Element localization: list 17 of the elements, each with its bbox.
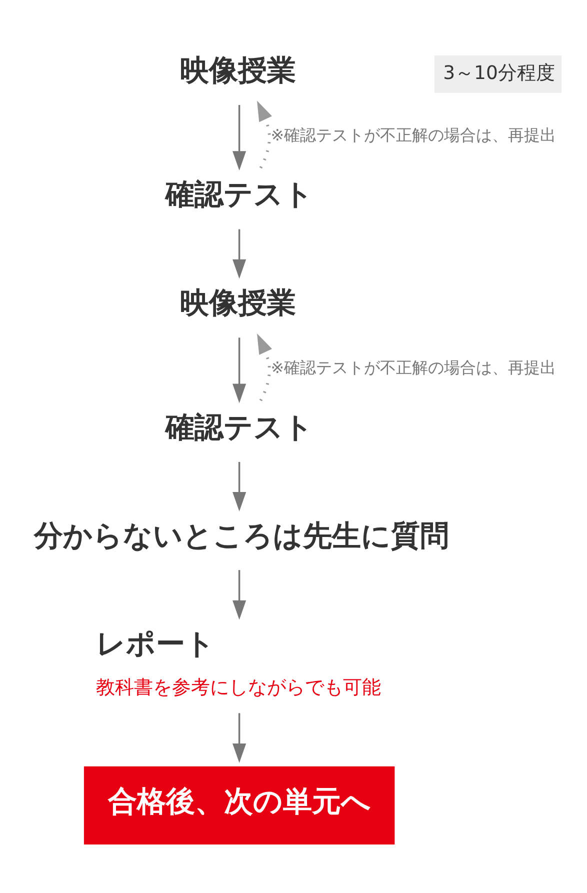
edge-label: ※確認テストが不正解の場合は、再提出	[270, 358, 556, 377]
node-text: 映像授業	[180, 52, 296, 86]
arrow	[232, 570, 246, 620]
node-text: 確認テスト	[166, 176, 314, 211]
arrow	[232, 337, 246, 403]
node-text: レポート 教科書を参考にしながらでも可能	[96, 626, 382, 698]
arrow	[257, 332, 272, 401]
node-box: 合格後、次の単元へ	[84, 766, 395, 844]
arrow	[232, 712, 246, 762]
edge-label: ※確認テストが不正解の場合は、再提出	[270, 124, 556, 144]
node-text: 確認テスト	[166, 409, 314, 444]
node-text: 分からないところは先生に質問	[34, 518, 450, 552]
arrow	[232, 228, 246, 278]
node-text: 映像授業	[180, 285, 296, 320]
arrow	[232, 461, 246, 511]
arrow	[232, 104, 246, 170]
arrow	[257, 100, 272, 168]
